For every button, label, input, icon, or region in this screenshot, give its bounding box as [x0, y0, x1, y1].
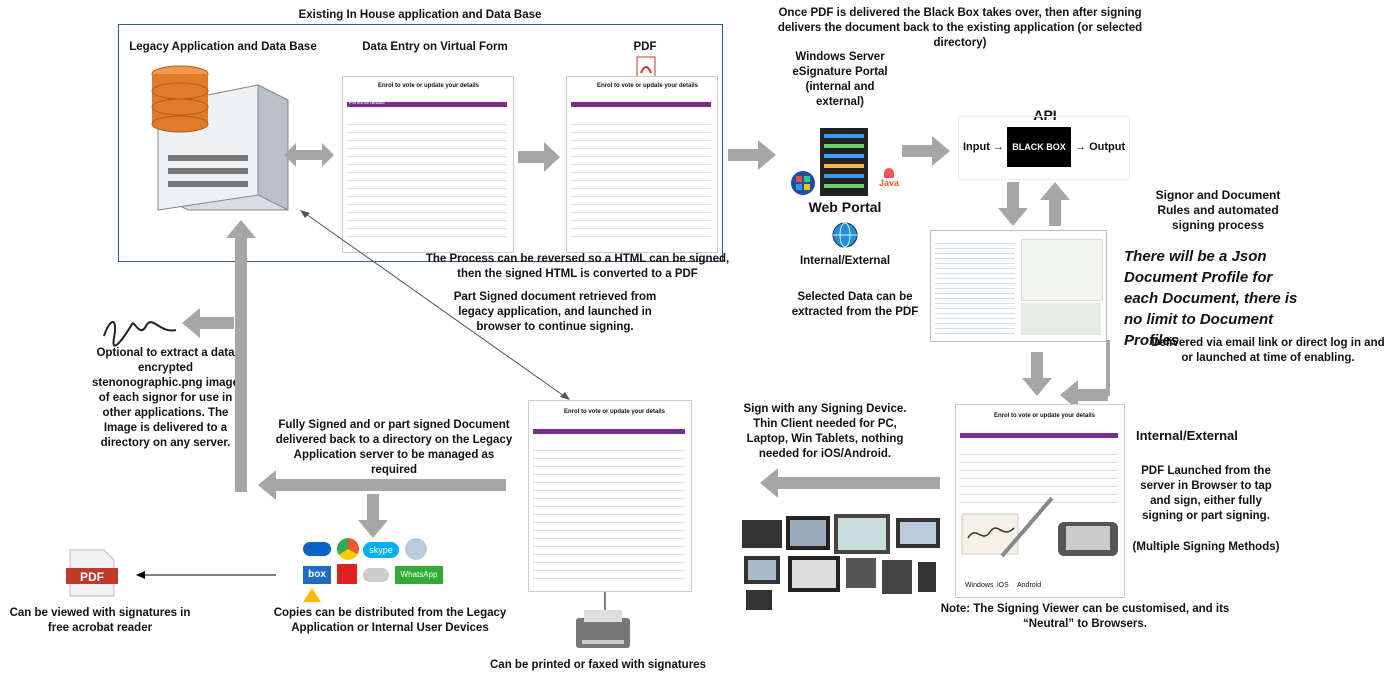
onedrive-icon — [303, 542, 331, 556]
api-panel — [958, 116, 1130, 180]
printed-faxed-text: Can be printed or faxed with signatures — [490, 659, 706, 671]
form-title: Enrol to vote or update your details — [994, 413, 1096, 419]
distribution-app-icons: skype box WhatsApp — [303, 538, 443, 602]
black-box-takeover-text: Once PDF is delivered the Black Box take… — [777, 7, 1143, 49]
optional-extract-text: Optional to extract a data encrypted ste… — [92, 347, 239, 449]
form-title: Enrol to vote or update your details — [378, 83, 480, 89]
whatsapp-icon: WhatsApp — [395, 566, 443, 584]
api-label: API — [1033, 107, 1057, 123]
reverse-process-text: The Process can be reversed so a HTML ca… — [425, 253, 730, 280]
web-portal-label: Web Portal — [808, 199, 882, 215]
java-icon: Java — [877, 168, 901, 188]
form-section: Personal details — [349, 100, 385, 106]
arrow-left-to-signing-form — [1060, 380, 1108, 410]
pdf-icon — [636, 56, 656, 78]
os-icons-row: Windows iOS Android — [965, 570, 1065, 592]
android-os-icon: Android — [1017, 582, 1042, 589]
arrow-server-to-api — [902, 136, 950, 166]
internal-external-label-1: Internal/External — [799, 255, 891, 267]
email-icon — [405, 538, 427, 560]
fully-signed-text: Fully Signed and or part signed Document… — [275, 419, 513, 476]
internal-external-label-2: Internal/External — [1136, 428, 1238, 443]
arrow-up-to-legacy — [226, 220, 256, 492]
diagonal-retrieval-arrow — [300, 210, 570, 400]
globe-icon — [832, 222, 858, 248]
copies-distributed-text: Copies can be distributed from the Legac… — [273, 607, 507, 634]
pdf-form-doc: Enrol to vote or update your details — [566, 76, 718, 253]
ios-os-icon: iOS — [997, 582, 1009, 589]
arrow-down-from-api — [998, 182, 1028, 226]
legacy-app-label: Legacy Application and Data Base — [129, 41, 317, 53]
database-server-icon — [151, 65, 289, 211]
cloud-icon — [363, 568, 389, 582]
signor-rules-text: Signor and Document Rules and automated … — [1155, 188, 1281, 232]
connector-line-right — [1106, 340, 1110, 396]
printer-icon — [576, 610, 630, 648]
data-entry-label: Data Entry on Virtual Form — [362, 41, 508, 53]
arrow-down-to-signing-form — [1022, 352, 1052, 396]
signing-devices-illustration — [742, 514, 940, 610]
box-icon: box — [303, 566, 331, 584]
windows-logo-icon — [791, 171, 815, 195]
pdf-file-icon — [66, 549, 118, 597]
skype-icon: skype — [363, 542, 399, 558]
existing-app-label: Existing In House application and Data B… — [298, 9, 542, 21]
arrow-form-to-pdf — [518, 142, 560, 172]
existing-app-frame — [118, 24, 723, 262]
note-viewer-text: Note: The Signing Viewer can be customis… — [940, 603, 1230, 630]
arrow-left-to-legacy-server — [258, 470, 506, 500]
acrobat-icon — [337, 564, 357, 584]
black-box: BLACK BOX — [1007, 127, 1071, 167]
arrow-down-to-copies — [358, 494, 388, 538]
arrow-to-pdf-file — [136, 571, 276, 579]
arrow-up-to-api — [1040, 182, 1070, 226]
arrow-left-to-signature — [182, 308, 234, 338]
viewed-free-text: Can be viewed with signatures in free ac… — [9, 607, 191, 634]
form-title: Enrol to vote or update your details — [597, 83, 699, 89]
arrow-left-to-part-signed-form — [760, 468, 940, 498]
selected-data-text: Selected Data can be extracted from the … — [791, 291, 919, 318]
form-title: Enrol to vote or update your details — [564, 409, 666, 415]
gdrive-icon — [303, 588, 321, 602]
part-signed-text: Part Signed document retrieved from lega… — [453, 291, 657, 333]
arrow-pdf-to-server — [728, 140, 776, 170]
windows-os-icon: Windows — [965, 582, 994, 589]
delivered-via-text: Delivered via email link or direct log i… — [1151, 337, 1385, 364]
json-profile-text: There will be a Json Document Profile fo… — [1124, 248, 1298, 349]
windows-server-text: Windows Server eSignature Portal (intern… — [792, 51, 888, 108]
pdf-file-icon-text: PDF — [80, 570, 104, 584]
chrome-icon — [337, 538, 359, 560]
output-label: → Output — [1075, 141, 1126, 153]
multiple-methods-text: (Multiple Signing Methods) — [1132, 541, 1280, 553]
virtual-form-doc: Enrol to vote or update your details Per… — [342, 76, 514, 253]
input-label: Input → — [963, 141, 1004, 153]
signature-icon — [103, 321, 177, 347]
part-signed-form-doc: Enrol to vote or update your details — [528, 400, 692, 592]
server-rack-icon — [820, 128, 868, 196]
sign-any-device-text: Sign with any Signing Device. Thin Clien… — [743, 403, 907, 460]
pdf-launched-text: PDF Launched from the server in Browser … — [1140, 465, 1272, 522]
signing-pen-tablet-icon — [961, 496, 1118, 558]
signing-viewer-form-doc: Enrol to vote or update your details — [955, 404, 1125, 598]
bidirectional-arrow — [284, 143, 334, 167]
pdf-label: PDF — [633, 41, 657, 53]
document-profile-screenshot — [930, 230, 1107, 342]
